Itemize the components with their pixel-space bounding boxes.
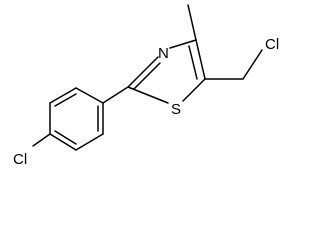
bond-aryl-thiazole	[102, 86, 129, 104]
bond-ch2-cl	[242, 49, 263, 80]
bond-c4-c5-double	[188, 45, 198, 80]
bond-benz-5	[75, 133, 104, 151]
bond-benz-inner-1	[54, 93, 77, 107]
bond-s-c2	[127, 86, 169, 104]
bond-c2-n-double	[133, 62, 161, 90]
bond-benz-6	[49, 133, 77, 151]
bond-benz-3	[75, 87, 104, 104]
bond-c2-n	[127, 56, 159, 88]
bond-c-cl-left	[32, 133, 51, 147]
bond-c4-methyl	[187, 4, 197, 41]
bond-benz-2	[49, 87, 77, 104]
bond-n-c4	[169, 39, 197, 49]
molecule-drawing: Cl N S Cl	[13, 4, 279, 168]
atom-n: N	[158, 45, 169, 62]
structure-diagram: Cl N S Cl	[13, 4, 279, 168]
bond-benz-inner-3	[54, 130, 77, 145]
atom-s: S	[171, 101, 181, 118]
bond-c4-c5	[195, 39, 206, 80]
atom-cl-left: Cl	[13, 151, 27, 168]
bond-c5-s	[182, 78, 206, 102]
atom-cl-right: Cl	[265, 36, 279, 53]
